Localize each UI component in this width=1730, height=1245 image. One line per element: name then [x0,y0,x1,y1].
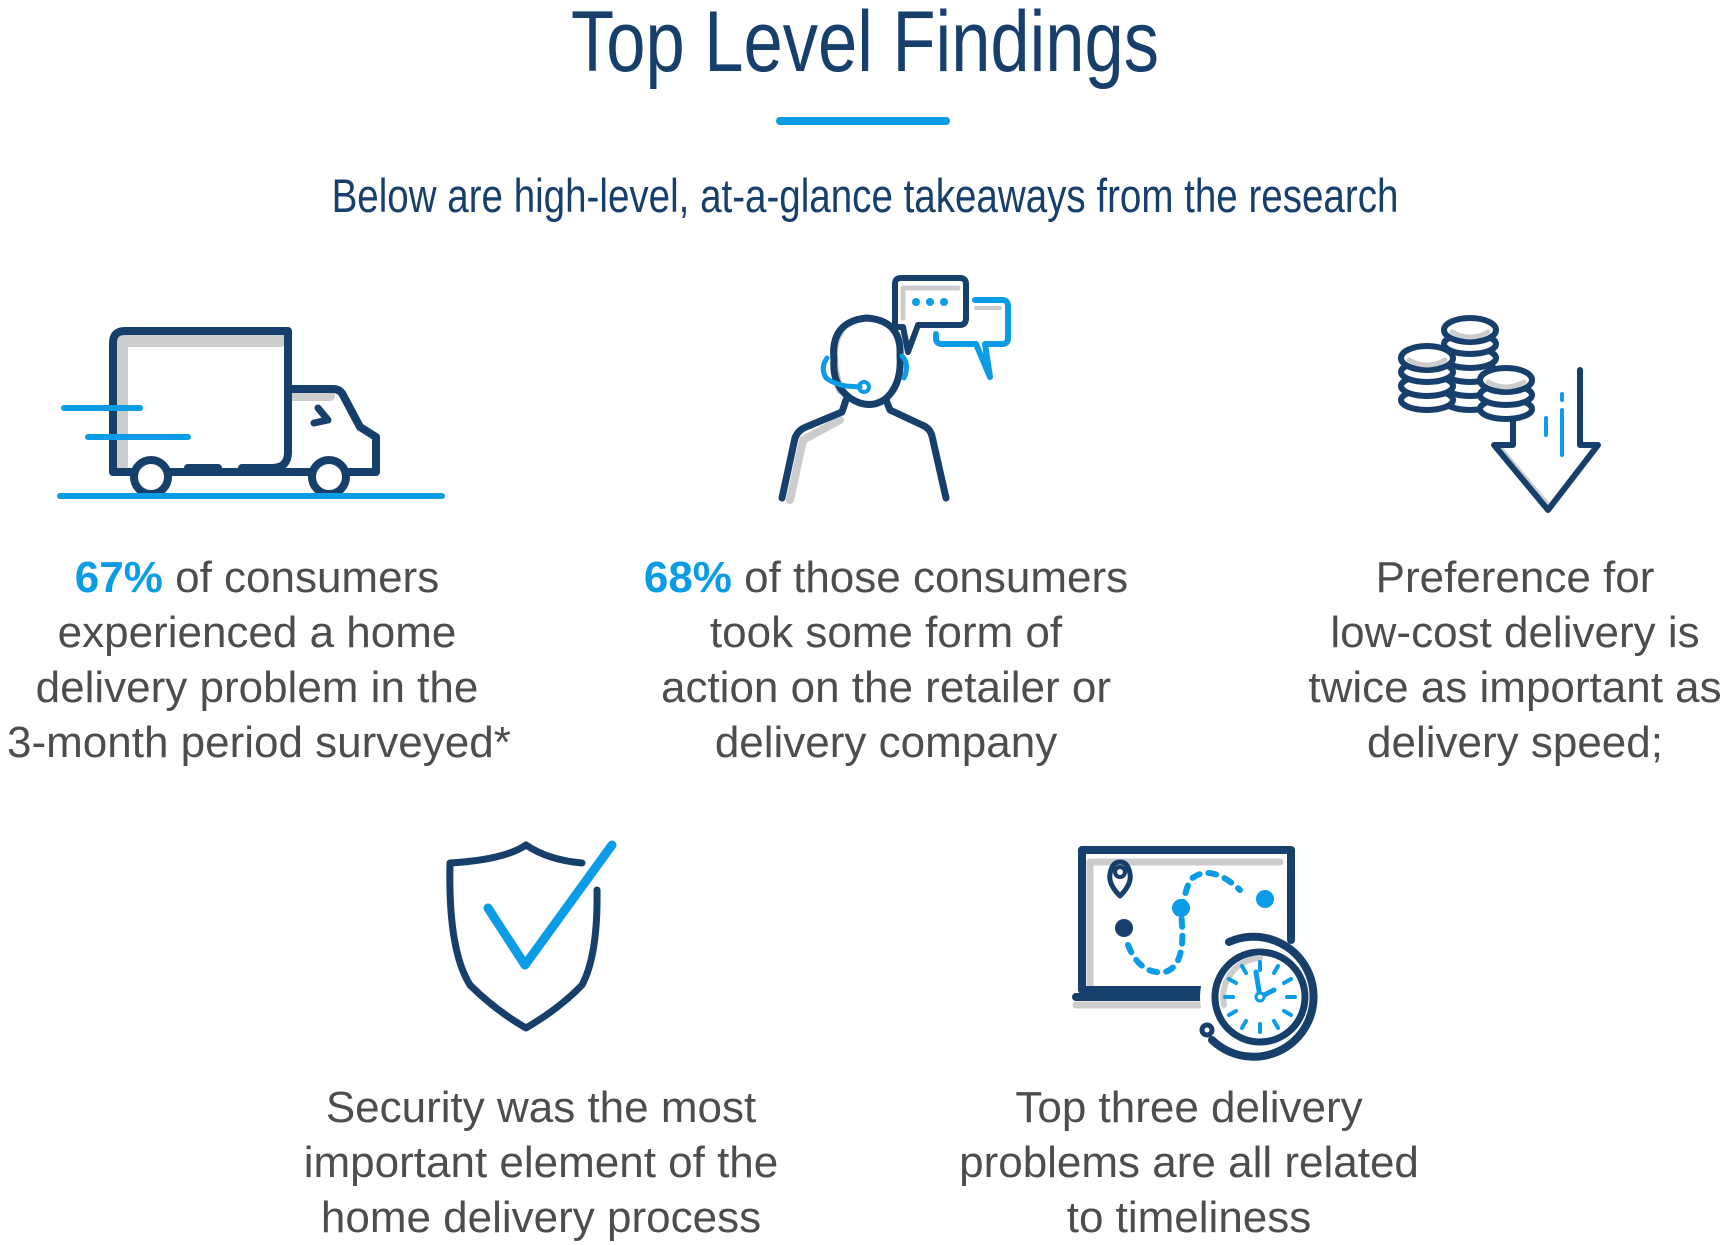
finding-2-line: took some form of [709,608,1063,657]
finding-5-text: Top three delivery problems are all rela… [939,1080,1439,1245]
finding-1-stat: 67% [74,553,163,602]
page-subtitle: Below are high-level, at-a-glance takeaw… [331,169,1399,222]
finding-3-line: twice as important as [1308,663,1722,712]
shield-check-icon [446,840,617,1032]
finding-1-line: 3-month period surveyed* [7,718,511,767]
finding-1-line: of consumers [175,553,440,602]
finding-2-text: 68% of those consumers took some form of… [636,550,1136,770]
finding-3-line: Preference for [1375,553,1655,602]
coins-down-arrow-icon [1398,315,1601,513]
finding-1-text: 67% of consumers experienced a home deli… [7,550,511,770]
finding-4-line: home delivery process [320,1193,762,1242]
finding-5-line: to timeliness [1066,1193,1312,1242]
customer-service-headset-icon [778,275,1011,504]
title-underline [776,117,950,125]
finding-3-text: Preference for low-cost delivery is twic… [1265,550,1730,770]
finding-3-line: low-cost delivery is [1330,608,1700,657]
finding-4-line: Security was the most [325,1083,757,1132]
finding-2-stat: 68% [643,553,732,602]
finding-5-line: problems are all related [959,1138,1419,1187]
finding-2-line: action on the retailer or [660,663,1112,712]
delivery-truck-icon [57,327,445,499]
finding-2-line: delivery company [714,718,1058,767]
finding-1-line: experienced a home [57,608,457,657]
finding-5-line: Top three delivery [1015,1083,1363,1132]
finding-4-text: Security was the most important element … [291,1080,791,1245]
finding-1-line: delivery problem in the [35,663,479,712]
finding-3-line: delivery speed; [1367,718,1663,767]
finding-4-line: important element of the [303,1138,779,1187]
finding-2-line: of those consumers [744,553,1129,602]
map-route-clock-icon [1072,846,1320,1061]
page-title: Top Level Findings [570,0,1160,90]
